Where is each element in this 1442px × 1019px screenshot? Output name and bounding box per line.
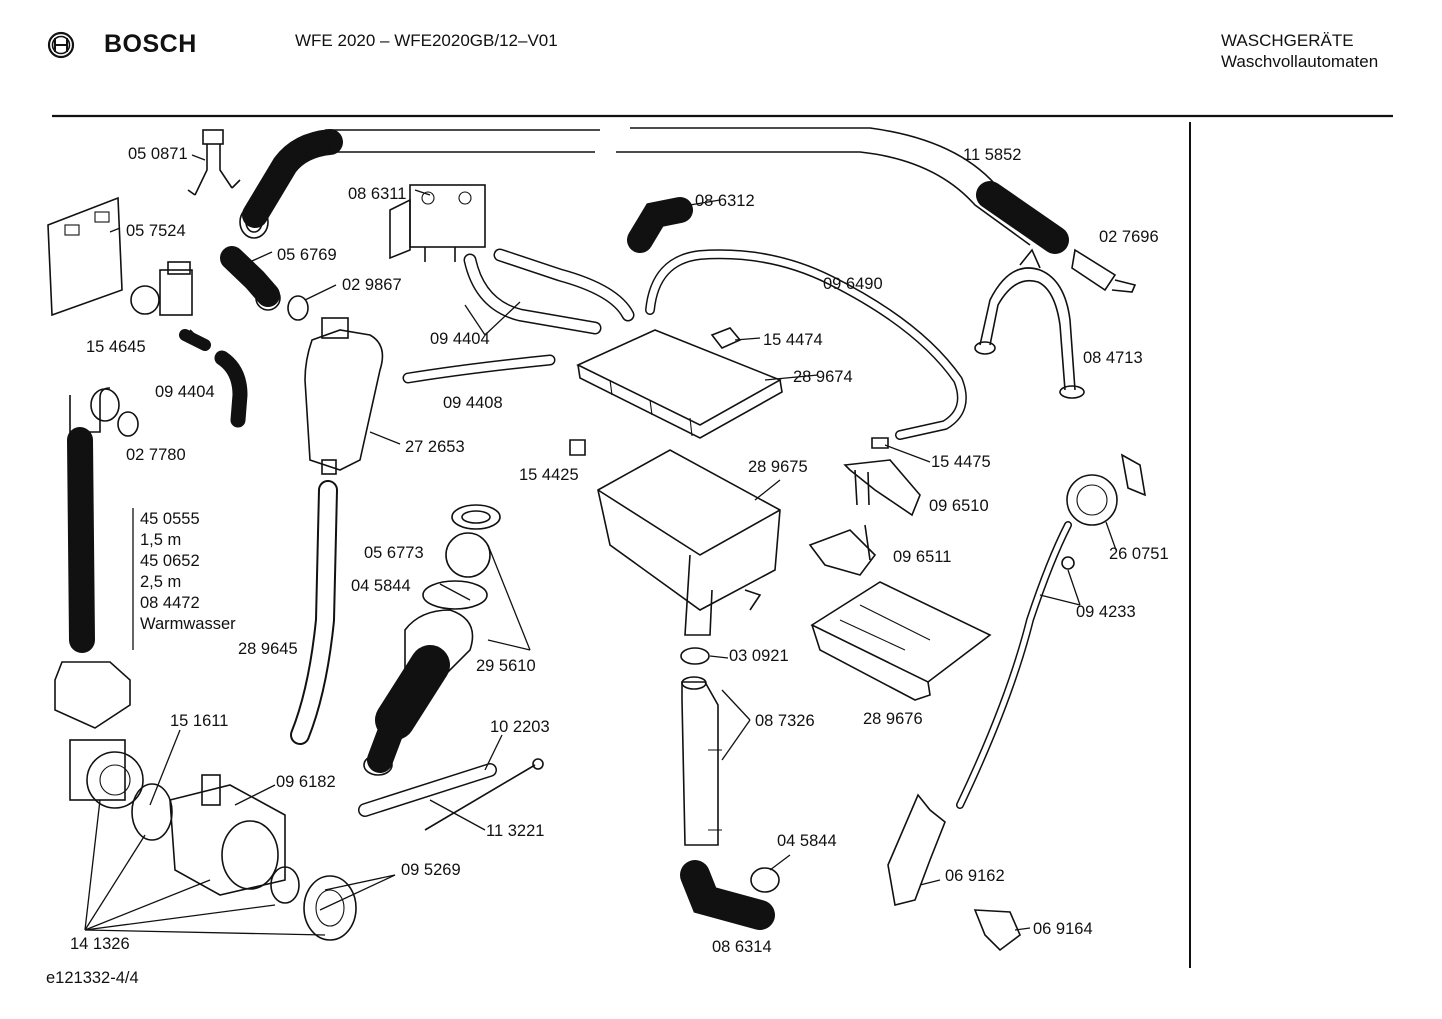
connector-154475 xyxy=(871,437,889,449)
part-label-094404-b: 09 4404 xyxy=(430,330,490,348)
seal-ring-027780 xyxy=(117,411,139,437)
model-title: WFE 2020 – WFE2020GB/12–V01 xyxy=(295,31,558,50)
part-label-094404-a: 09 4404 xyxy=(155,383,215,401)
part-label-050871: 05 0871 xyxy=(128,145,188,163)
part-label-084713: 08 4713 xyxy=(1083,349,1143,367)
subcategory-title: Waschvollautomaten xyxy=(1221,52,1379,71)
part-label-084472: 08 4472 xyxy=(140,594,200,612)
fill-hose-long xyxy=(239,127,1069,254)
y-connector-part xyxy=(187,129,241,196)
bosch-logo xyxy=(46,30,76,65)
part-label-115852: 11 5852 xyxy=(963,146,1022,164)
part-label-096490: 09 6490 xyxy=(823,275,883,293)
part-label-096182: 09 6182 xyxy=(276,773,336,791)
tank-part xyxy=(304,317,384,475)
part-label-056773: 05 6773 xyxy=(364,544,424,562)
part-label-2-5m: 2,5 m xyxy=(140,573,182,591)
part-label-289676: 28 9676 xyxy=(863,710,923,728)
part-label-272653: 27 2653 xyxy=(405,438,465,456)
part-label-030921: 03 0921 xyxy=(729,647,789,665)
part-label-141326: 14 1326 xyxy=(70,935,130,953)
elbow-hose xyxy=(220,246,280,307)
part-label-094233: 09 4233 xyxy=(1076,603,1136,621)
cover-289674 xyxy=(576,327,783,439)
part-label-096510: 09 6510 xyxy=(929,497,989,515)
part-label-295610: 29 5610 xyxy=(476,657,536,675)
part-label-086312: 08 6312 xyxy=(695,192,755,210)
bracket-069162 xyxy=(887,793,946,906)
drain-hose-part xyxy=(67,387,134,653)
pipe-087326 xyxy=(681,676,722,846)
part-label-289674: 28 9674 xyxy=(793,368,853,386)
ring-030921 xyxy=(680,647,710,665)
part-label-027696: 02 7696 xyxy=(1099,228,1159,246)
bosch-armature-icon xyxy=(47,31,75,59)
brand-name: BOSCH xyxy=(104,30,197,58)
drawer-289676 xyxy=(810,581,992,701)
part-label-warmwasser: Warmwasser xyxy=(140,615,236,633)
part-096510 xyxy=(843,459,921,517)
part-label-154474: 15 4474 xyxy=(763,331,823,349)
pressure-switch-260751 xyxy=(1066,453,1147,526)
drawing-id: e121332-4/4 xyxy=(46,969,139,987)
part-label-069162: 06 9162 xyxy=(945,867,1005,885)
bracket-084713 xyxy=(974,248,1085,399)
part-label-027780: 02 7780 xyxy=(126,446,186,464)
part-label-069164: 06 9164 xyxy=(1033,920,1093,938)
part-label-045844-b: 04 5844 xyxy=(777,832,837,850)
part-label-086314: 08 6314 xyxy=(712,938,772,956)
part-label-094408: 09 4408 xyxy=(443,394,503,412)
part-label-260751: 26 0751 xyxy=(1109,545,1169,563)
part-label-096511: 09 6511 xyxy=(893,548,952,566)
part-label-113221: 11 3221 xyxy=(486,822,545,840)
part-label-095269: 09 5269 xyxy=(401,861,461,879)
seal-ring-029867 xyxy=(287,295,309,321)
double-valve-part xyxy=(389,184,486,262)
small-hose-left xyxy=(214,350,248,428)
single-valve-part xyxy=(130,261,211,351)
part-label-057524: 05 7524 xyxy=(126,222,186,240)
part-label-087326: 08 7326 xyxy=(755,712,815,730)
dispenser-housing-289675 xyxy=(597,449,781,636)
part-label-102203: 10 2203 xyxy=(490,718,550,736)
part-label-154425: 15 4425 xyxy=(519,466,579,484)
pump-assembly xyxy=(54,661,357,941)
part-label-086311: 08 6311 xyxy=(348,185,407,203)
cover-plate-part xyxy=(47,196,123,317)
part-label-450652: 45 0652 xyxy=(140,552,200,570)
rod-113221 xyxy=(424,764,536,831)
category-title: WASCHGERÄTE xyxy=(1221,31,1354,50)
connector-027696 xyxy=(1071,248,1137,293)
part-label-154475: 15 4475 xyxy=(931,453,991,471)
leader-lines xyxy=(84,154,1117,936)
part-label-029867: 02 9867 xyxy=(342,276,402,294)
part-label-151611: 15 1611 xyxy=(170,712,229,730)
part-label-056769: 05 6769 xyxy=(277,246,337,264)
part-154425 xyxy=(569,439,586,456)
part-label-045844-a: 04 5844 xyxy=(351,577,411,595)
bellows-assembly xyxy=(363,504,501,776)
part-label-154645: 15 4645 xyxy=(86,338,146,356)
part-069164 xyxy=(973,909,1021,952)
part-label-289675: 28 9675 xyxy=(748,458,808,476)
part-label-289645: 28 9645 xyxy=(238,640,298,658)
part-label-450555: 45 0555 xyxy=(140,510,200,528)
part-096511 xyxy=(808,524,877,576)
part-label-1-5m: 1,5 m xyxy=(140,531,182,549)
